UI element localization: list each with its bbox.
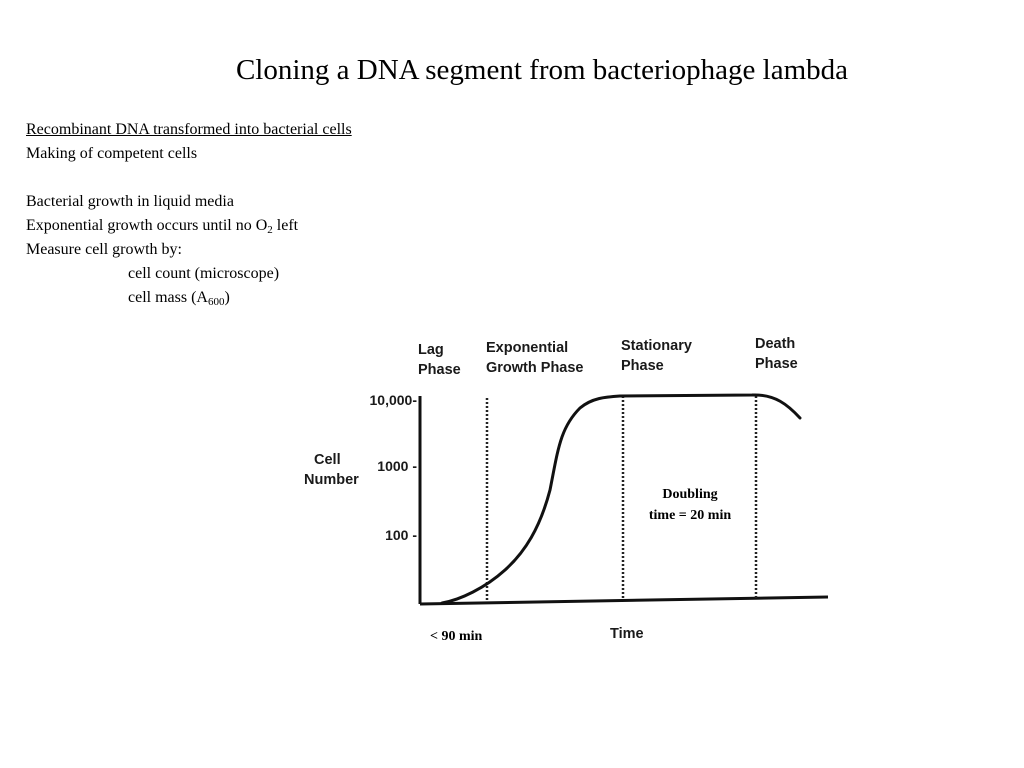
line-measure-growth: Measure cell growth by: [26,241,182,258]
line-recombinant-dna: Recombinant DNA transformed into bacteri… [26,121,352,138]
cell-mass-text-end: ) [224,289,230,306]
phase-label-exponential-2: Growth Phase [486,360,584,376]
y-tick-100: 100 - [385,527,417,543]
phase-label-stationary-2: Phase [621,358,664,374]
growth-curve-svg [418,393,829,606]
phase-label-death-1: Death [755,336,796,352]
slide-title: Cloning a DNA segment from bacteriophage… [235,54,849,86]
blank-line [26,166,352,190]
line-cell-count: cell count (microscope) [128,265,280,282]
phase-label-death-2: Phase [755,356,798,372]
y-axis-label-1: Cell [314,452,341,468]
growth-curve [440,393,802,605]
phase-label-exponential: Exponential Growth Phase [486,338,584,378]
line-bacterial-growth: Bacterial growth in liquid media [26,193,234,210]
y-axis-label: Cell Number [304,450,359,490]
exp-growth-text-end: left [272,217,299,234]
doubling-time-line1: Doubling [662,487,718,502]
phase-label-lag-2: Phase [418,362,461,378]
doubling-time-annotation: Doubling time = 20 min [625,484,755,526]
doubling-time-line2: time = 20 min [648,508,732,523]
a600-subscript: 600 [207,296,225,308]
x-axis-label: Time [610,626,644,642]
phase-label-lag-1: Lag [418,342,444,358]
lag-duration-annotation: < 90 min [430,629,483,644]
y-axis-label-2: Number [304,472,359,488]
phase-label-stationary: Stationary Phase [621,336,692,376]
slide-body: Recombinant DNA transformed into bacteri… [26,118,352,310]
exp-growth-text: Exponential growth occurs until no O [26,217,268,234]
phase-label-death: Death Phase [755,334,798,374]
line-exponential-growth: Exponential growth occurs until no O2 le… [26,214,352,238]
growth-curve-figure: Lag Phase Exponential Growth Phase Stati… [300,330,930,660]
cell-mass-text: cell mass (A [128,289,208,306]
line-competent-cells: Making of competent cells [26,145,198,162]
phase-label-stationary-1: Stationary [621,338,692,354]
phase-label-lag: Lag Phase [418,340,461,380]
x-axis [419,595,829,606]
o2-subscript: 2 [267,224,273,236]
y-tick-10000: 10,000- [369,392,417,408]
line-cell-mass: cell mass (A600) [26,286,352,310]
y-tick-1000: 1000 - [377,458,417,474]
phase-label-exponential-1: Exponential [486,340,569,356]
